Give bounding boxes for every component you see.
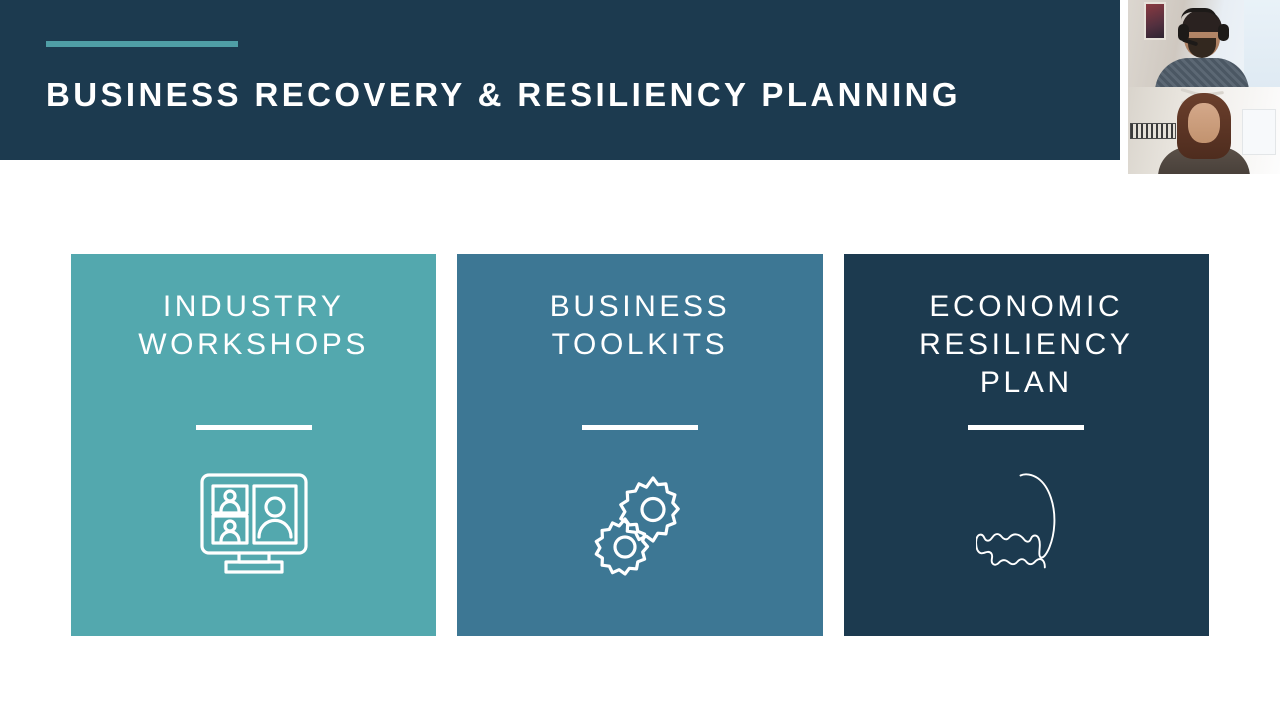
headset-earcup-left-icon [1178, 24, 1189, 41]
card-divider [581, 425, 698, 430]
headset-band-icon [1181, 8, 1217, 20]
title-accent-bar [46, 41, 238, 47]
video-participant-stack [1128, 0, 1280, 174]
video-tile-participant-1[interactable] [1128, 0, 1280, 87]
participant-head [1188, 103, 1220, 143]
wall-art [1144, 2, 1166, 40]
video-tile-participant-2[interactable] [1128, 87, 1280, 174]
participant-body [1155, 58, 1249, 87]
wall-art [1130, 123, 1176, 139]
card-business-toolkits[interactable]: BUSINESS TOOLKITS [457, 254, 823, 636]
window-light [1242, 109, 1276, 155]
headset-earcup-right-icon [1218, 24, 1229, 41]
card-title: ECONOMIC RESILIENCY PLAN [919, 290, 1134, 399]
slide-header: BUSINESS RECOVERY & RESILIENCY PLANNING [0, 0, 1120, 160]
gears-icon [575, 464, 705, 584]
card-title: BUSINESS TOOLKITS [549, 290, 731, 361]
card-title: INDUSTRY WORKSHOPS [138, 290, 370, 361]
card-row: INDUSTRY WORKSHOPS [71, 254, 1209, 636]
card-economic-resiliency-plan[interactable]: ECONOMIC RESILIENCY PLAN [843, 254, 1209, 636]
video-conference-monitor-icon [189, 464, 319, 584]
cape-cod-map-icon [961, 464, 1091, 584]
window-light [1244, 0, 1280, 87]
card-divider [195, 425, 312, 430]
card-industry-workshops[interactable]: INDUSTRY WORKSHOPS [71, 254, 437, 636]
slide-title: BUSINESS RECOVERY & RESILIENCY PLANNING [46, 76, 961, 113]
card-divider [968, 425, 1085, 430]
